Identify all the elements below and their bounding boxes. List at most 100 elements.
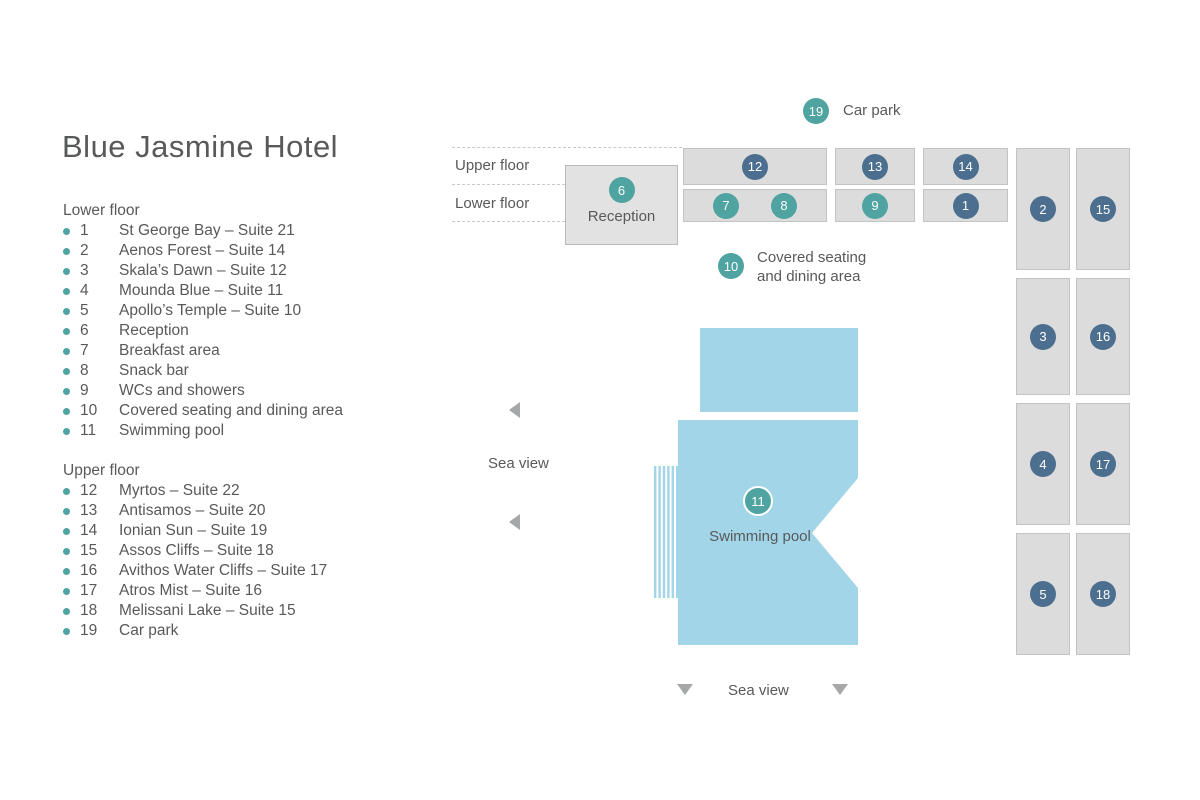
marker-2: 2 <box>1030 196 1056 222</box>
sea-view-bottom-label: Sea view <box>728 682 789 699</box>
covered-seating-label-line1: Covered seating <box>757 249 867 266</box>
room-row-4-17: 4 17 <box>1016 403 1130 525</box>
marker-9: 9 <box>862 192 888 219</box>
legend-item-label: Assos Cliffs – Suite 18 <box>119 542 274 559</box>
legend-item: 11 Swimming pool <box>63 421 343 441</box>
bullet-icon <box>63 387 70 395</box>
legend-item-number: 18 <box>80 602 98 619</box>
covered-seating-marker: 10 <box>718 253 744 279</box>
bullet-icon <box>63 507 70 515</box>
legend-item-number: 10 <box>80 402 98 419</box>
floor-divider-line <box>452 147 682 148</box>
legend-item: 15 Assos Cliffs – Suite 18 <box>63 541 327 561</box>
bullet-icon <box>63 287 70 295</box>
bullet-icon <box>63 327 70 335</box>
legend-item: 10 Covered seating and dining area <box>63 401 343 421</box>
legend-item-number: 8 <box>80 362 89 379</box>
legend-item-number: 13 <box>80 502 98 519</box>
bullet-icon <box>63 527 70 535</box>
marker-1: 1 <box>952 192 979 219</box>
bullet-icon <box>63 627 70 635</box>
legend-item-number: 19 <box>80 622 98 639</box>
legend-item: 14 Ionian Sun – Suite 19 <box>63 521 327 541</box>
pool-body <box>678 420 858 645</box>
rooms-7-8: 7 8 <box>683 189 827 222</box>
bullet-icon <box>63 487 70 495</box>
legend-item-number: 7 <box>80 342 89 359</box>
marker-17: 17 <box>1090 451 1116 477</box>
bullet-icon <box>63 247 70 255</box>
legend-item-label: Car park <box>119 622 179 639</box>
legend-item-label: WCs and showers <box>119 382 245 399</box>
legend-item-number: 1 <box>80 222 89 239</box>
car-park-label: Car park <box>843 102 901 119</box>
room-13: 13 <box>835 148 915 185</box>
legend-item-label: Avithos Water Cliffs – Suite 17 <box>119 562 328 579</box>
room-block-13-9: 13 9 <box>835 148 915 222</box>
pool-steps-icon <box>654 466 679 598</box>
legend-item-label: St George Bay – Suite 21 <box>119 222 295 239</box>
legend-item-number: 11 <box>80 422 97 439</box>
legend-item-number: 15 <box>80 542 98 559</box>
legend-item: 1 St George Bay – Suite 21 <box>63 221 343 241</box>
room-16: 16 <box>1076 278 1130 395</box>
legend-item-number: 14 <box>80 522 98 539</box>
legend-item-label: Covered seating and dining area <box>119 402 344 419</box>
legend-item-label: Aenos Forest – Suite 14 <box>119 242 286 259</box>
legend-item-number: 9 <box>80 382 89 399</box>
legend-item-label: Melissani Lake – Suite 15 <box>119 602 296 619</box>
room-row-5-18: 5 18 <box>1016 533 1130 655</box>
marker-12: 12 <box>742 153 768 180</box>
pool-upper-section <box>700 328 858 412</box>
room-14: 14 <box>923 148 1008 185</box>
page-title: Blue Jasmine Hotel <box>62 129 339 164</box>
covered-seating-label: Covered seating and dining area <box>757 248 866 286</box>
bullet-icon <box>63 587 70 595</box>
room-block-14-1: 14 1 <box>923 148 1008 222</box>
legend-item-number: 5 <box>80 302 89 319</box>
legend-item-label: Reception <box>119 322 189 339</box>
marker-14: 14 <box>952 153 979 180</box>
legend-item: 18 Melissani Lake – Suite 15 <box>63 601 327 621</box>
legend-item: 9 WCs and showers <box>63 381 343 401</box>
marker-13: 13 <box>862 153 888 180</box>
car-park-marker: 19 <box>803 98 829 124</box>
marker-4: 4 <box>1030 451 1056 477</box>
swimming-pool-shape <box>654 420 858 645</box>
room-9: 9 <box>835 189 915 222</box>
legend-item-label: Swimming pool <box>119 422 225 439</box>
legend-item-label: Mounda Blue – Suite 11 <box>119 282 284 299</box>
room-15: 15 <box>1076 148 1130 270</box>
lower-floor-heading: Lower floor <box>63 202 140 219</box>
room-12: 12 <box>683 148 827 185</box>
legend-item-number: 12 <box>80 482 98 499</box>
bullet-icon <box>63 607 70 615</box>
marker-16: 16 <box>1090 323 1116 350</box>
bullet-icon <box>63 347 70 355</box>
legend-item-label: Ionian Sun – Suite 19 <box>119 522 268 539</box>
bullet-icon <box>63 267 70 275</box>
legend-item-number: 3 <box>80 262 89 279</box>
floor-divider-line <box>452 184 565 185</box>
legend-item: 19 Car park <box>63 621 327 641</box>
legend-item: 17 Atros Mist – Suite 16 <box>63 581 327 601</box>
marker-6: 6 <box>608 177 635 203</box>
legend-item-number: 17 <box>80 582 98 599</box>
marker-8: 8 <box>771 192 797 219</box>
bullet-icon <box>63 407 70 415</box>
marker-7: 7 <box>713 192 739 219</box>
room-2: 2 <box>1016 148 1070 270</box>
room-3: 3 <box>1016 278 1070 395</box>
room-1: 1 <box>923 189 1008 222</box>
legend-item-label: Atros Mist – Suite 16 <box>119 582 263 599</box>
reception-room: 6 Reception <box>565 165 678 245</box>
map-upper-floor-label: Upper floor <box>455 157 530 174</box>
